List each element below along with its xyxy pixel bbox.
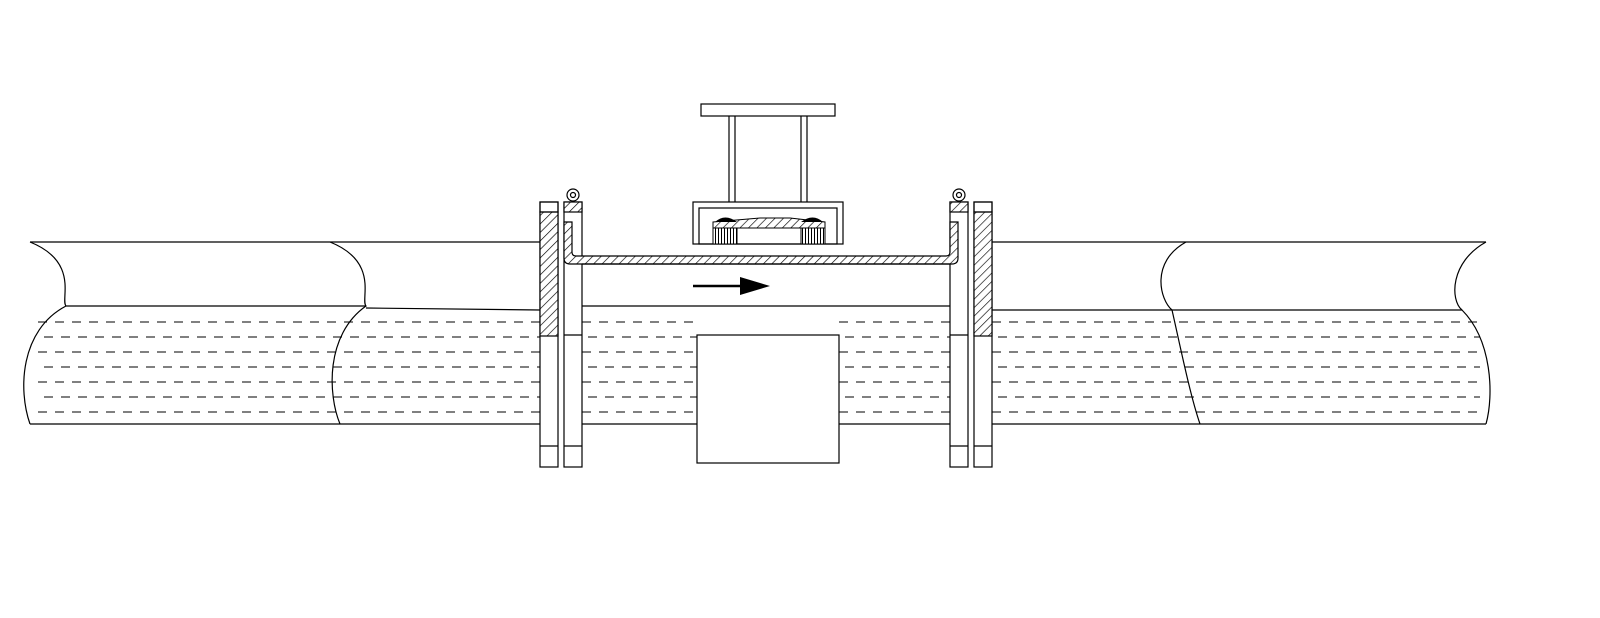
flow-arrow: [693, 277, 770, 295]
sensor-housing: [692, 201, 844, 245]
liquid-fill: [38, 321, 1480, 413]
lifting-eye-right: [952, 188, 966, 202]
meter-lower-body: [582, 334, 950, 464]
left-flange-pair: [539, 201, 583, 468]
right-flange-pair: [949, 201, 993, 468]
lifting-eye-left: [566, 188, 580, 202]
mounting-bracket: [700, 103, 836, 202]
left-pipe: [23, 241, 541, 425]
right-pipe: [986, 241, 1491, 425]
drain-box: [696, 334, 840, 464]
meter-body: [563, 221, 959, 307]
